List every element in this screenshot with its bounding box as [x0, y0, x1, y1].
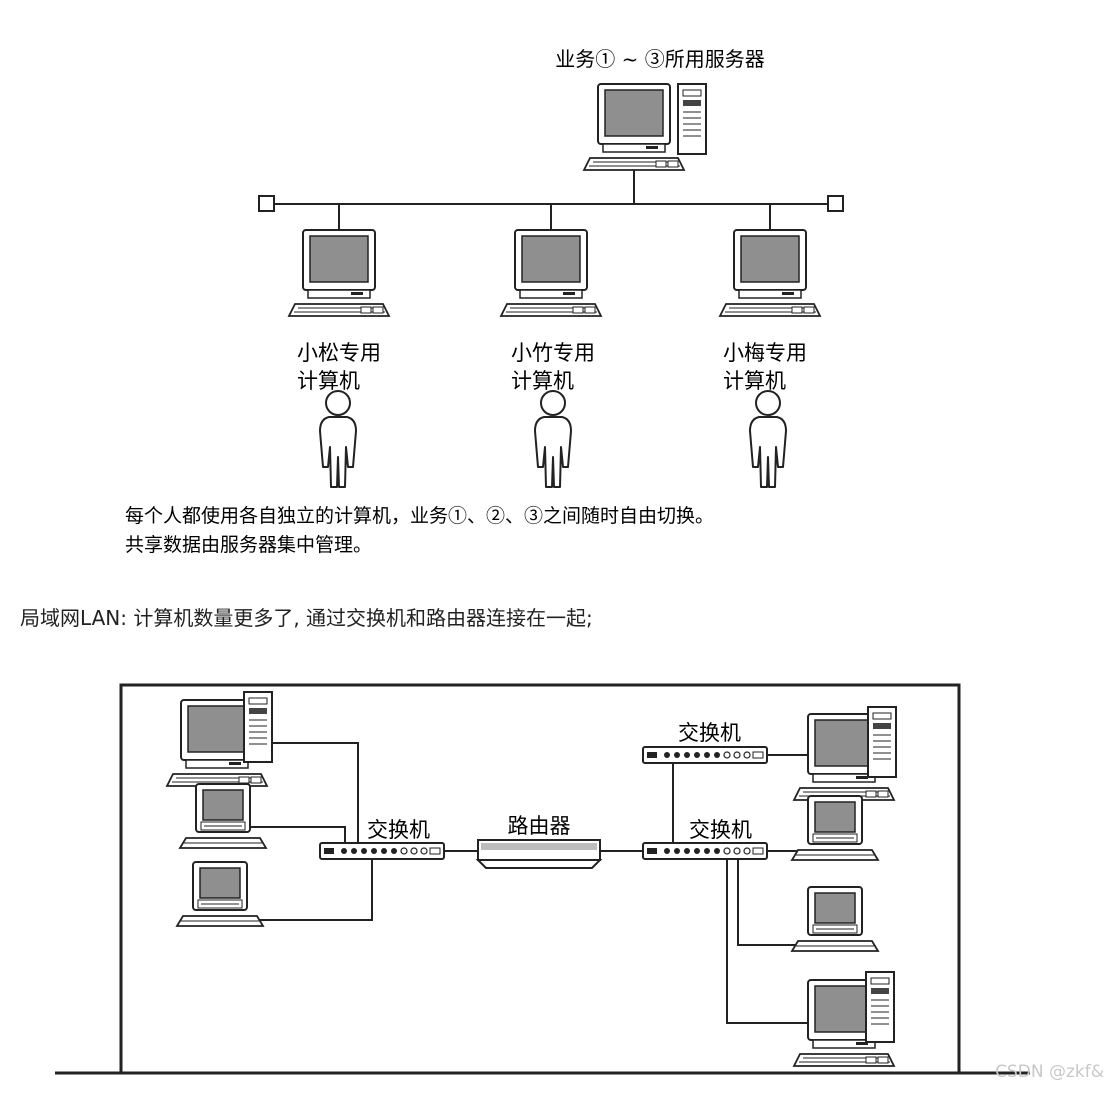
user-label-kotake-line2: 计算机: [511, 369, 574, 393]
lan-pc-left-3: [176, 861, 264, 927]
lan-pc-right-2: [791, 795, 879, 861]
server-label: 业务① ~ ③所用服务器: [555, 47, 764, 71]
user-label-koume-line1: 小梅专用: [723, 341, 807, 365]
lan-pc-left-1: [166, 691, 273, 787]
lan-pc-right-3: [791, 886, 879, 952]
person-icon: [749, 390, 787, 488]
csdn-watermark: CSDN @zkf&: [995, 1062, 1104, 1082]
user-label-koume-line2: 计算机: [723, 369, 786, 393]
person-icon: [319, 390, 357, 488]
top-caption-line1: 每个人都使用各自独立的计算机，业务①、②、③之间随时自由切换。: [125, 505, 714, 527]
router-label: 路由器: [508, 814, 571, 838]
lan-pc-right-4: [793, 971, 895, 1067]
lan-pc-right-1: [793, 706, 897, 801]
user-label-komatsu-line1: 小松专用: [297, 341, 381, 365]
right-bottom-switch: [642, 842, 768, 860]
workstation-koume: [719, 229, 821, 317]
top-caption-line2: 共享数据由服务器集中管理。: [125, 534, 372, 556]
right-top-switch-label: 交换机: [678, 721, 741, 745]
lan-building-outline: [55, 683, 1030, 1075]
bus-terminator-right: [827, 195, 844, 212]
router: [475, 839, 603, 869]
workstation-kotake: [500, 229, 602, 317]
user-label-komatsu-line2: 计算机: [297, 369, 360, 393]
lan-description: 局域网LAN: 计算机数量更多了, 通过交换机和路由器连接在一起;: [20, 606, 593, 630]
server-computer: [583, 83, 707, 171]
right-bottom-switch-label: 交换机: [689, 818, 752, 842]
person-icon: [534, 390, 572, 488]
right-top-switch: [642, 746, 768, 764]
user-label-kotake-line1: 小竹专用: [511, 341, 595, 365]
left-switch: [319, 842, 445, 860]
lan-pc-left-2: [179, 783, 267, 849]
bus-terminator-left: [258, 195, 275, 212]
top-network-bus: [258, 170, 844, 230]
lan-cables: [250, 742, 808, 1024]
workstation-komatsu: [288, 229, 390, 317]
left-switch-label: 交换机: [367, 818, 430, 842]
